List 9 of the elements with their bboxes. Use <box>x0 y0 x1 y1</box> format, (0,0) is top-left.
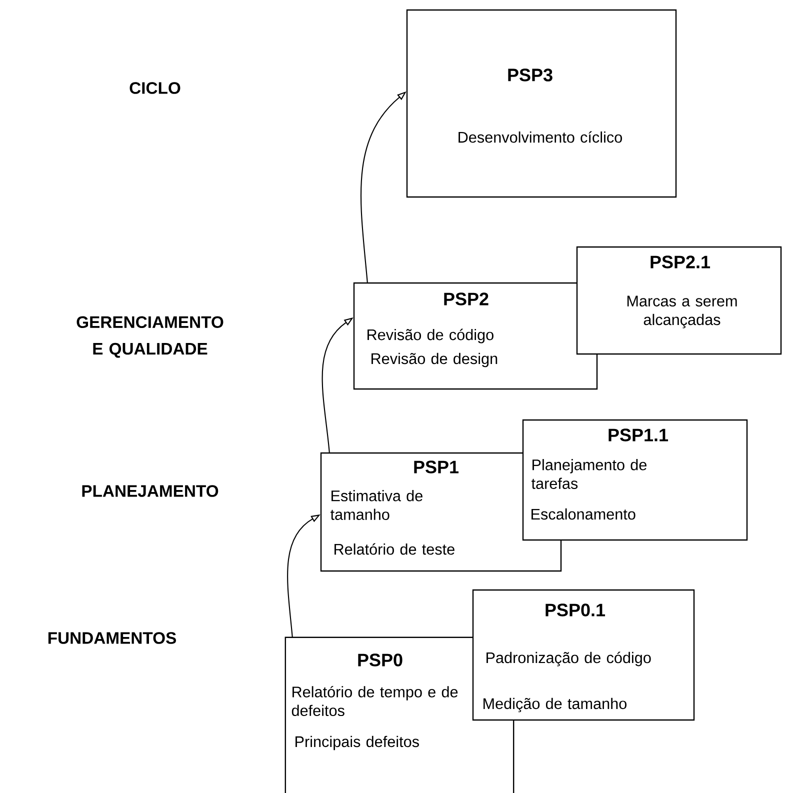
level-label: FUNDAMENTOS <box>48 632 176 644</box>
process-box: PSP1.1 Planejamento de tarefas Escalonamento <box>522 419 748 541</box>
process-box: PSP0.1 Padronização de código Medição de tamanho <box>472 589 695 721</box>
level-label: GERENCIAMENTO E QUALIDADE <box>76 316 224 358</box>
level-label: PLANEJAMENTO <box>82 485 218 497</box>
process-box: PSP2.1 Marcas a serem alcançadas <box>576 246 782 355</box>
process-box: PSP2 Revisão de código Revisão de design <box>353 282 598 390</box>
process-box: PSP3 Desenvolvimento cíclico <box>406 9 677 198</box>
level-label: CICLO <box>130 82 180 94</box>
